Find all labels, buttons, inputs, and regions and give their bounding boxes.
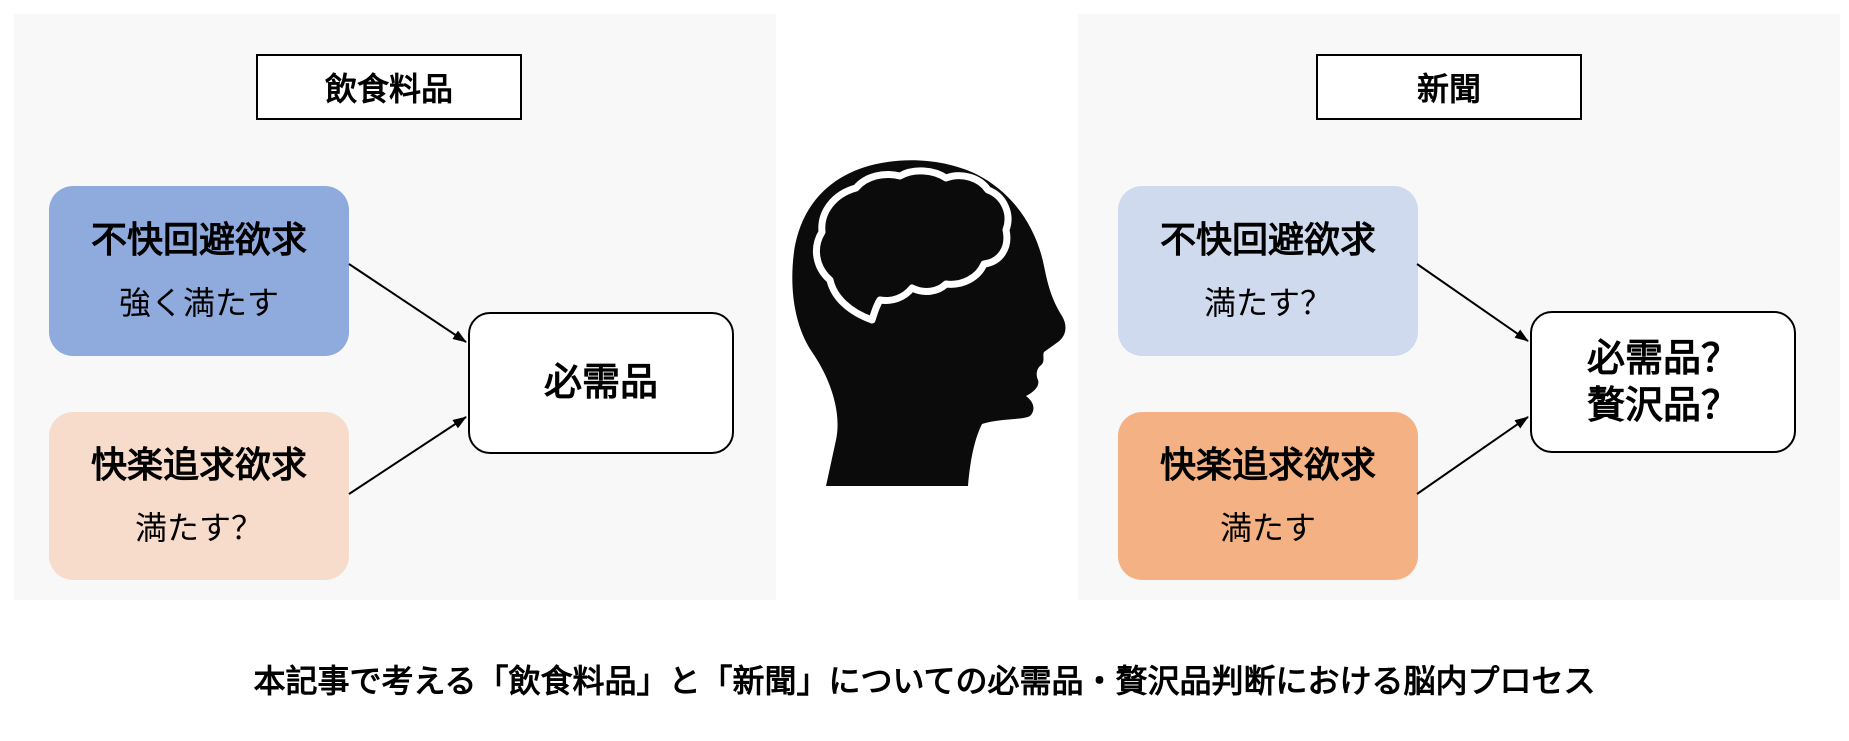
right-pleasure-need-box: 快楽追求欲求 満たす: [1118, 412, 1418, 580]
right-panel-title-text: 新聞: [1416, 70, 1481, 108]
right-avoidance-need-title: 不快回避欲求: [1159, 220, 1376, 262]
right-result-box: 必需品？ 贅沢品？: [1530, 311, 1796, 453]
right-avoidance-need-level: 満たす？: [1203, 284, 1332, 323]
left-pleasure-need-level: 満たす？: [134, 509, 263, 548]
right-panel-title: 新聞: [1316, 54, 1582, 120]
right-panel: 新聞 不快回避欲求 満たす？ 快楽追求欲求 満たす 必需品？ 贅沢品？: [1078, 14, 1840, 600]
right-bottom-arrow: [1416, 416, 1529, 495]
left-panel-title-text: 飲食料品: [324, 70, 453, 108]
left-result-line-1: 必需品: [543, 360, 658, 405]
left-panel: 飲食料品 不快回避欲求 強く満たす 快楽追求欲求 満たす？ 必需品: [14, 14, 776, 600]
left-pleasure-need-title: 快楽追求欲求: [90, 445, 307, 487]
left-avoidance-need-level: 強く満たす: [118, 284, 279, 323]
left-bottom-arrow: [348, 416, 467, 495]
diagram-caption: 本記事で考える「飲食料品」と「新聞」についての必需品・贅沢品判断における脳内プロ…: [253, 662, 1596, 700]
head-silhouette: [792, 160, 1066, 487]
brain-outline: [812, 167, 1012, 324]
left-top-arrow: [348, 263, 467, 343]
right-result-line-1: 必需品？: [1586, 335, 1739, 380]
left-pleasure-need-box: 快楽追求欲求 満たす？: [49, 412, 349, 580]
right-pleasure-need-title: 快楽追求欲求: [1159, 445, 1376, 487]
right-avoidance-need-box: 不快回避欲求 満たす？: [1118, 186, 1418, 356]
left-result-box: 必需品: [468, 312, 734, 454]
left-avoidance-need-title: 不快回避欲求: [90, 220, 307, 262]
right-pleasure-need-level: 満たす: [1219, 509, 1316, 548]
right-result-line-2: 贅沢品？: [1586, 383, 1739, 427]
left-panel-title: 飲食料品: [256, 54, 522, 120]
right-top-arrow: [1416, 263, 1529, 342]
left-avoidance-need-box: 不快回避欲求 強く満たす: [49, 186, 349, 356]
